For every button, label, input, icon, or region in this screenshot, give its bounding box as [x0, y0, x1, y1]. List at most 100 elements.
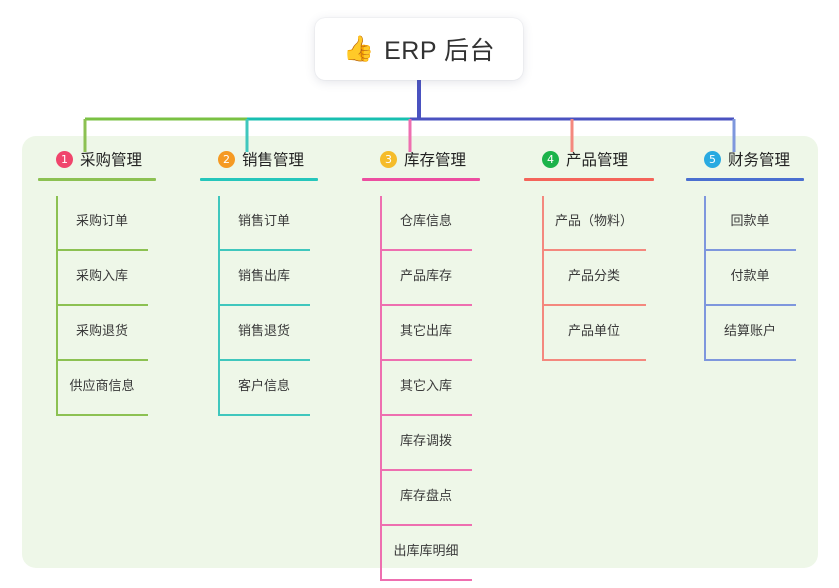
leaf-item[interactable]: 销售订单 [218, 196, 310, 251]
leaf-rule [218, 304, 310, 306]
column-header-5[interactable]: 5 财务管理 [686, 146, 834, 172]
leaf-label: 仓库信息 [399, 213, 452, 228]
leaf-item[interactable]: 供应商信息 [56, 361, 148, 416]
leaf-rule [704, 304, 796, 306]
leaf-label: 产品单位 [567, 323, 620, 338]
leaf-item[interactable]: 产品库存 [380, 251, 472, 306]
leaf-rule [218, 414, 310, 416]
leaf-spine [542, 196, 544, 251]
leaf-item[interactable]: 销售出库 [218, 251, 310, 306]
leaf-label: 销售出库 [237, 268, 290, 283]
leaf-spine [56, 196, 58, 251]
leaf-spine [380, 526, 382, 581]
leaf-spine [218, 361, 220, 416]
leaf-rule [218, 249, 310, 251]
leaf-item[interactable]: 付款单 [704, 251, 796, 306]
leaf-spine [542, 251, 544, 306]
leaf-label: 采购退货 [75, 323, 128, 338]
leaf-item[interactable]: 其它出库 [380, 306, 472, 361]
leaf-label: 采购入库 [75, 268, 128, 283]
leaf-rule [704, 249, 796, 251]
column-header-rule [524, 178, 654, 181]
number-badge-icon: 2 [218, 150, 235, 168]
leaf-rule [56, 249, 148, 251]
leaf-item[interactable]: 产品分类 [542, 251, 646, 306]
column-title: 采购管理 [80, 152, 143, 169]
leaf-spine [380, 416, 382, 471]
leaf-label: 销售退货 [237, 323, 290, 338]
leaf-item[interactable]: 库存盘点 [380, 471, 472, 526]
leaf-rule [56, 359, 148, 361]
leaf-label: 库存调拨 [399, 433, 452, 448]
leaf-rule [380, 249, 472, 251]
leaf-item[interactable]: 采购订单 [56, 196, 148, 251]
leaf-item[interactable]: 其它入库 [380, 361, 472, 416]
leaf-label: 结算账户 [723, 323, 776, 338]
leaf-rule [218, 359, 310, 361]
leaf-spine [380, 361, 382, 416]
leaf-item[interactable]: 产品（物料） [542, 196, 646, 251]
leaf-label: 回款单 [730, 213, 770, 228]
leaf-label: 库存盘点 [399, 488, 452, 503]
leaf-rule [56, 304, 148, 306]
column-title: 产品管理 [566, 152, 629, 169]
column-title: 库存管理 [404, 152, 467, 169]
number-badge-icon: 4 [542, 150, 559, 168]
column-5: 5 财务管理回款单付款单结算账户 [686, 146, 834, 361]
leaf-item[interactable]: 出库库明细 [380, 526, 472, 581]
leaf-rule [380, 524, 472, 526]
leaf-spine [56, 306, 58, 361]
column-header-rule [200, 178, 318, 181]
leaf-item[interactable]: 库存调拨 [380, 416, 472, 471]
leaf-item[interactable]: 产品单位 [542, 306, 646, 361]
column-3: 3 库存管理仓库信息产品库存其它出库其它入库库存调拨库存盘点出库库明细 [362, 146, 510, 581]
leaf-rule [380, 414, 472, 416]
leaf-spine [704, 306, 706, 361]
root-node-card[interactable]: 👍 ERP 后台 [315, 18, 523, 80]
leaf-label: 其它出库 [399, 323, 452, 338]
leaf-rule [380, 359, 472, 361]
leaf-item[interactable]: 结算账户 [704, 306, 796, 361]
leaf-rule [380, 469, 472, 471]
leaf-spine [56, 361, 58, 416]
leaf-spine [56, 251, 58, 306]
root-node-content: 👍 ERP 后台 [343, 31, 495, 67]
leaf-label: 产品库存 [399, 268, 452, 283]
number-badge-icon: 3 [380, 150, 397, 168]
leaf-item[interactable]: 仓库信息 [380, 196, 472, 251]
leaf-list: 仓库信息产品库存其它出库其它入库库存调拨库存盘点出库库明细 [380, 196, 472, 581]
leaf-spine [380, 306, 382, 361]
leaf-item[interactable]: 采购退货 [56, 306, 148, 361]
leaf-label: 客户信息 [237, 378, 290, 393]
leaf-rule [380, 579, 472, 581]
leaf-label: 产品分类 [567, 268, 620, 283]
leaf-spine [704, 196, 706, 251]
leaf-rule [542, 249, 646, 251]
leaf-label: 付款单 [730, 268, 770, 283]
leaf-spine [380, 251, 382, 306]
leaf-spine [542, 306, 544, 361]
leaf-item[interactable]: 销售退货 [218, 306, 310, 361]
leaf-spine [380, 196, 382, 251]
leaf-label: 其它入库 [399, 378, 452, 393]
leaf-item[interactable]: 采购入库 [56, 251, 148, 306]
number-badge-icon: 5 [704, 150, 721, 168]
leaf-item[interactable]: 客户信息 [218, 361, 310, 416]
column-header-rule [362, 178, 480, 181]
column-header-4[interactable]: 4 产品管理 [524, 146, 684, 172]
column-header-1[interactable]: 1 采购管理 [38, 146, 186, 172]
number-badge-icon: 1 [56, 150, 73, 168]
leaf-label: 销售订单 [237, 213, 290, 228]
column-4: 4 产品管理产品（物料） 产品分类产品单位 [524, 146, 684, 361]
leaf-rule [704, 359, 796, 361]
leaf-list: 采购订单采购入库采购退货供应商信息 [56, 196, 148, 416]
leaf-item[interactable]: 回款单 [704, 196, 796, 251]
column-header-3[interactable]: 3 库存管理 [362, 146, 510, 172]
column-title: 财务管理 [728, 152, 791, 169]
leaf-rule [542, 359, 646, 361]
diagram-background-panel [22, 136, 818, 568]
leaf-spine [704, 251, 706, 306]
